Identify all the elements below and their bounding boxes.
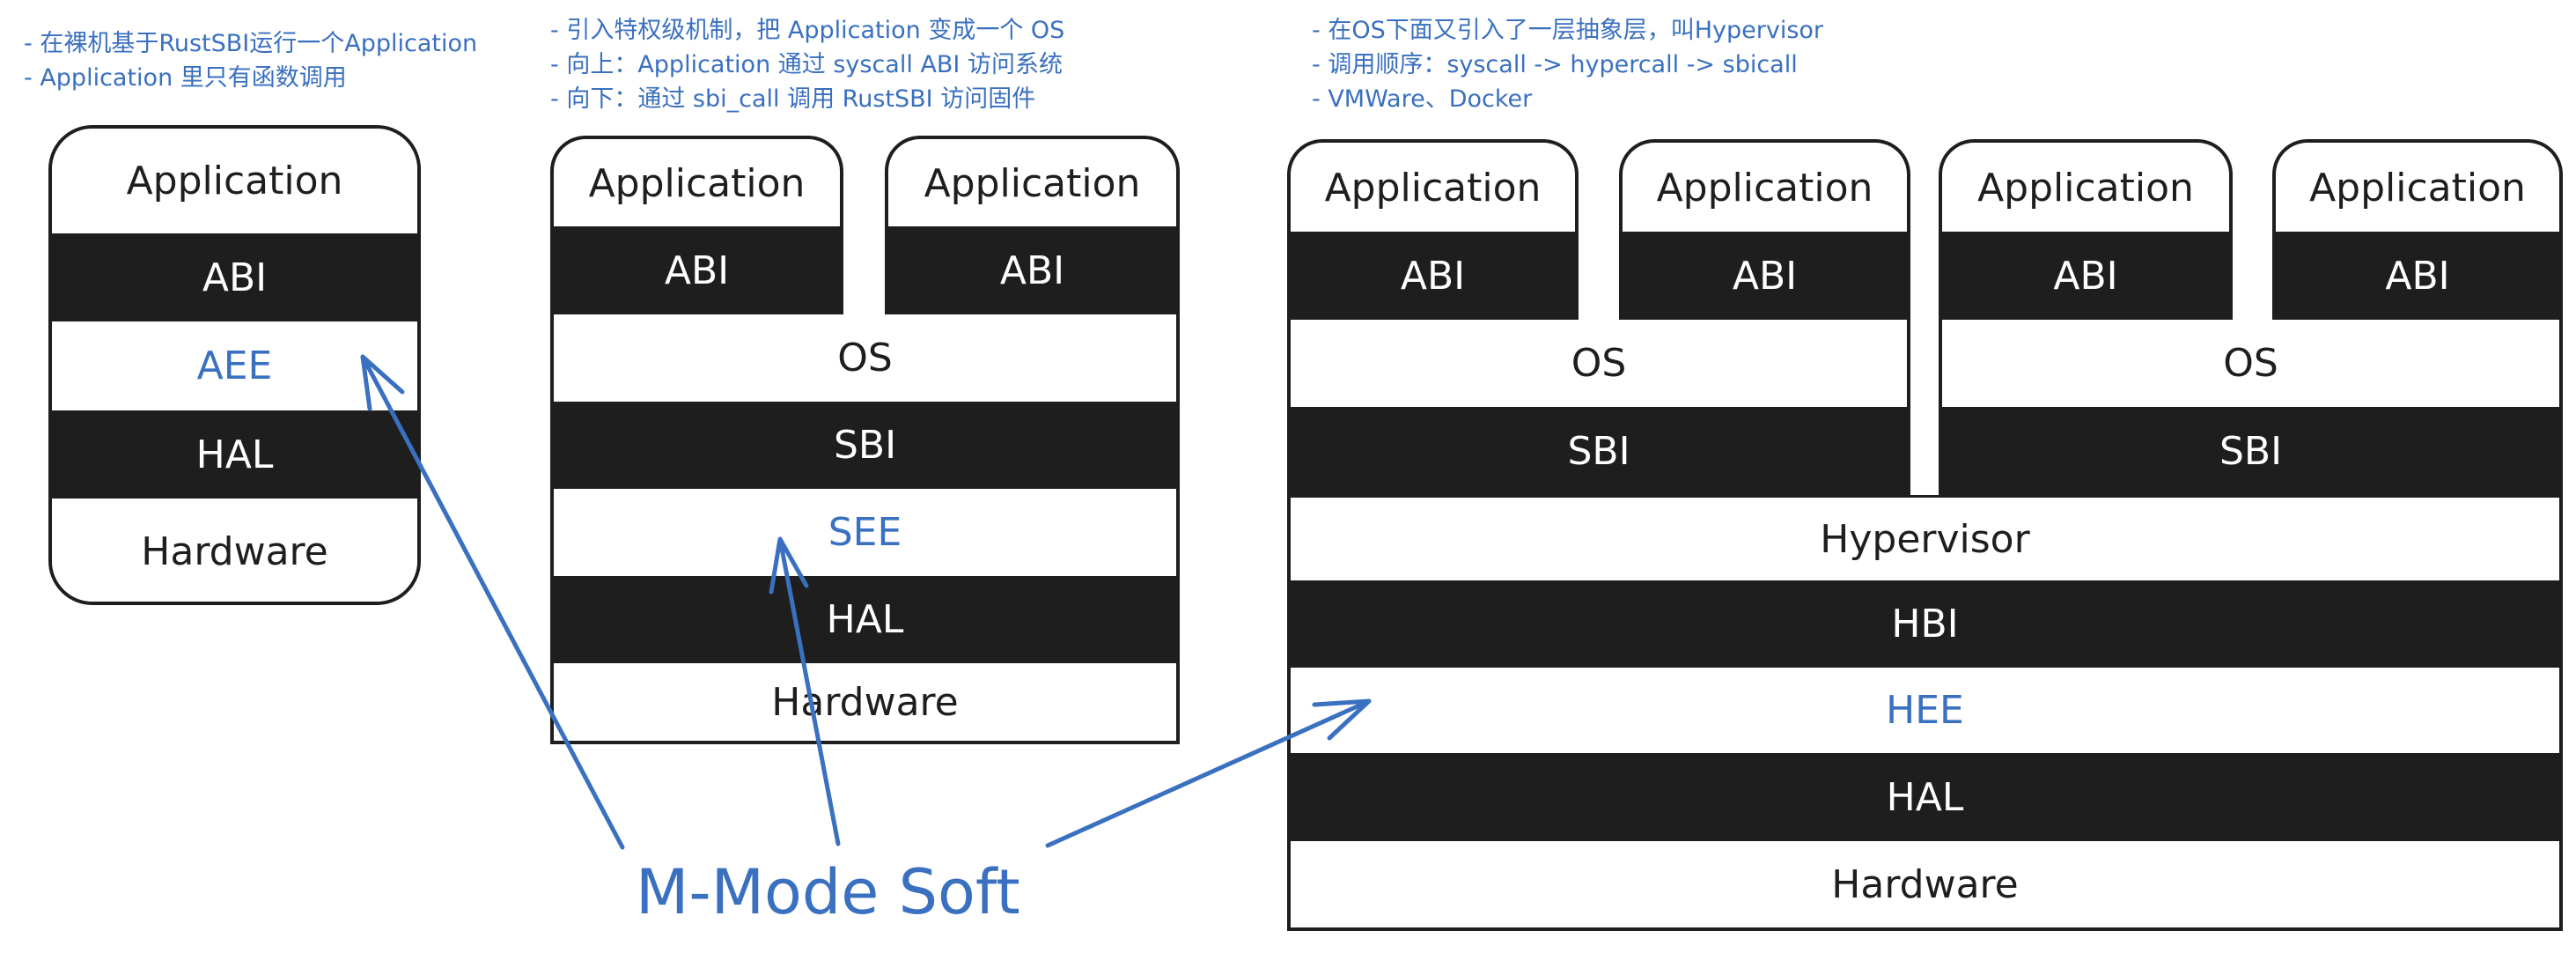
annotation-privilege: - 引入特权级机制，把 Application 变成一个 OS - 向上：App… [550,13,1064,116]
layer-abi: ABI [1287,232,1579,320]
layer-application: Application [1939,139,2233,233]
layer-application: Application [885,136,1180,228]
layer-abi: ABI [52,233,417,321]
layer-hal: HAL [550,576,1180,663]
layer-os: OS [1287,320,1910,407]
annotation-line: - VMWare、Docker [1312,85,1533,113]
layer-abi: ABI [1619,232,1910,320]
layer-aee: AEE [52,321,417,410]
annotation-hypervisor: - 在OS下面又引入了一层抽象层，叫Hypervisor - 调用顺序：sysc… [1312,13,1823,116]
annotation-line: - 在裸机基于RustSBI运行一个Application [24,30,478,57]
layer-os: OS [1939,320,2563,407]
layer-sbi: SBI [1939,407,2563,495]
layer-application: Application [550,136,843,228]
layer-hardware: Hardware [1287,841,2563,931]
annotation-line: - Application 里只有函数调用 [24,64,347,92]
layer-hardware: Hardware [550,663,1180,744]
stack-frame: Application ABI AEE HAL Hardware [48,125,421,605]
annotation-line: - 向下：通过 sbi_call 调用 RustSBI 访问固件 [550,85,1036,113]
layer-abi: ABI [550,226,843,314]
annotation-line: - 引入特权级机制，把 Application 变成一个 OS [550,17,1065,44]
layer-hardware: Hardware [52,499,417,602]
annotation-bare-metal: - 在裸机基于RustSBI运行一个Application - Applicat… [24,26,477,95]
annotation-line: - 在OS下面又引入了一层抽象层，叫Hypervisor [1312,17,1824,44]
annotation-line: - 调用顺序：syscall -> hypercall -> sbicall [1312,51,1798,78]
arrow-to-aee [360,354,625,850]
layer-hal: HAL [1287,753,2563,841]
layer-see: SEE [550,489,1180,576]
layer-sbi: SBI [550,402,1180,489]
layer-hee: HEE [1287,668,2563,753]
arrow-to-hee [1045,698,1372,848]
layer-abi: ABI [1939,232,2233,320]
layer-application: Application [52,129,417,233]
layer-os: OS [550,314,1180,402]
layer-application: Application [1619,139,1910,233]
layer-hbi: HBI [1287,580,2563,668]
layer-hypervisor: Hypervisor [1287,495,2563,580]
layer-sbi: SBI [1287,407,1910,495]
layer-application: Application [1287,139,1579,233]
layer-abi: ABI [2272,232,2563,320]
layer-application: Application [2272,139,2563,233]
m-mode-soft-label: M-Mode Soft [636,856,1020,928]
arrow-to-see [769,536,841,846]
layer-abi: ABI [885,226,1180,314]
layer-hal: HAL [52,410,417,499]
annotation-line: - 向上：Application 通过 syscall ABI 访问系统 [550,51,1063,78]
